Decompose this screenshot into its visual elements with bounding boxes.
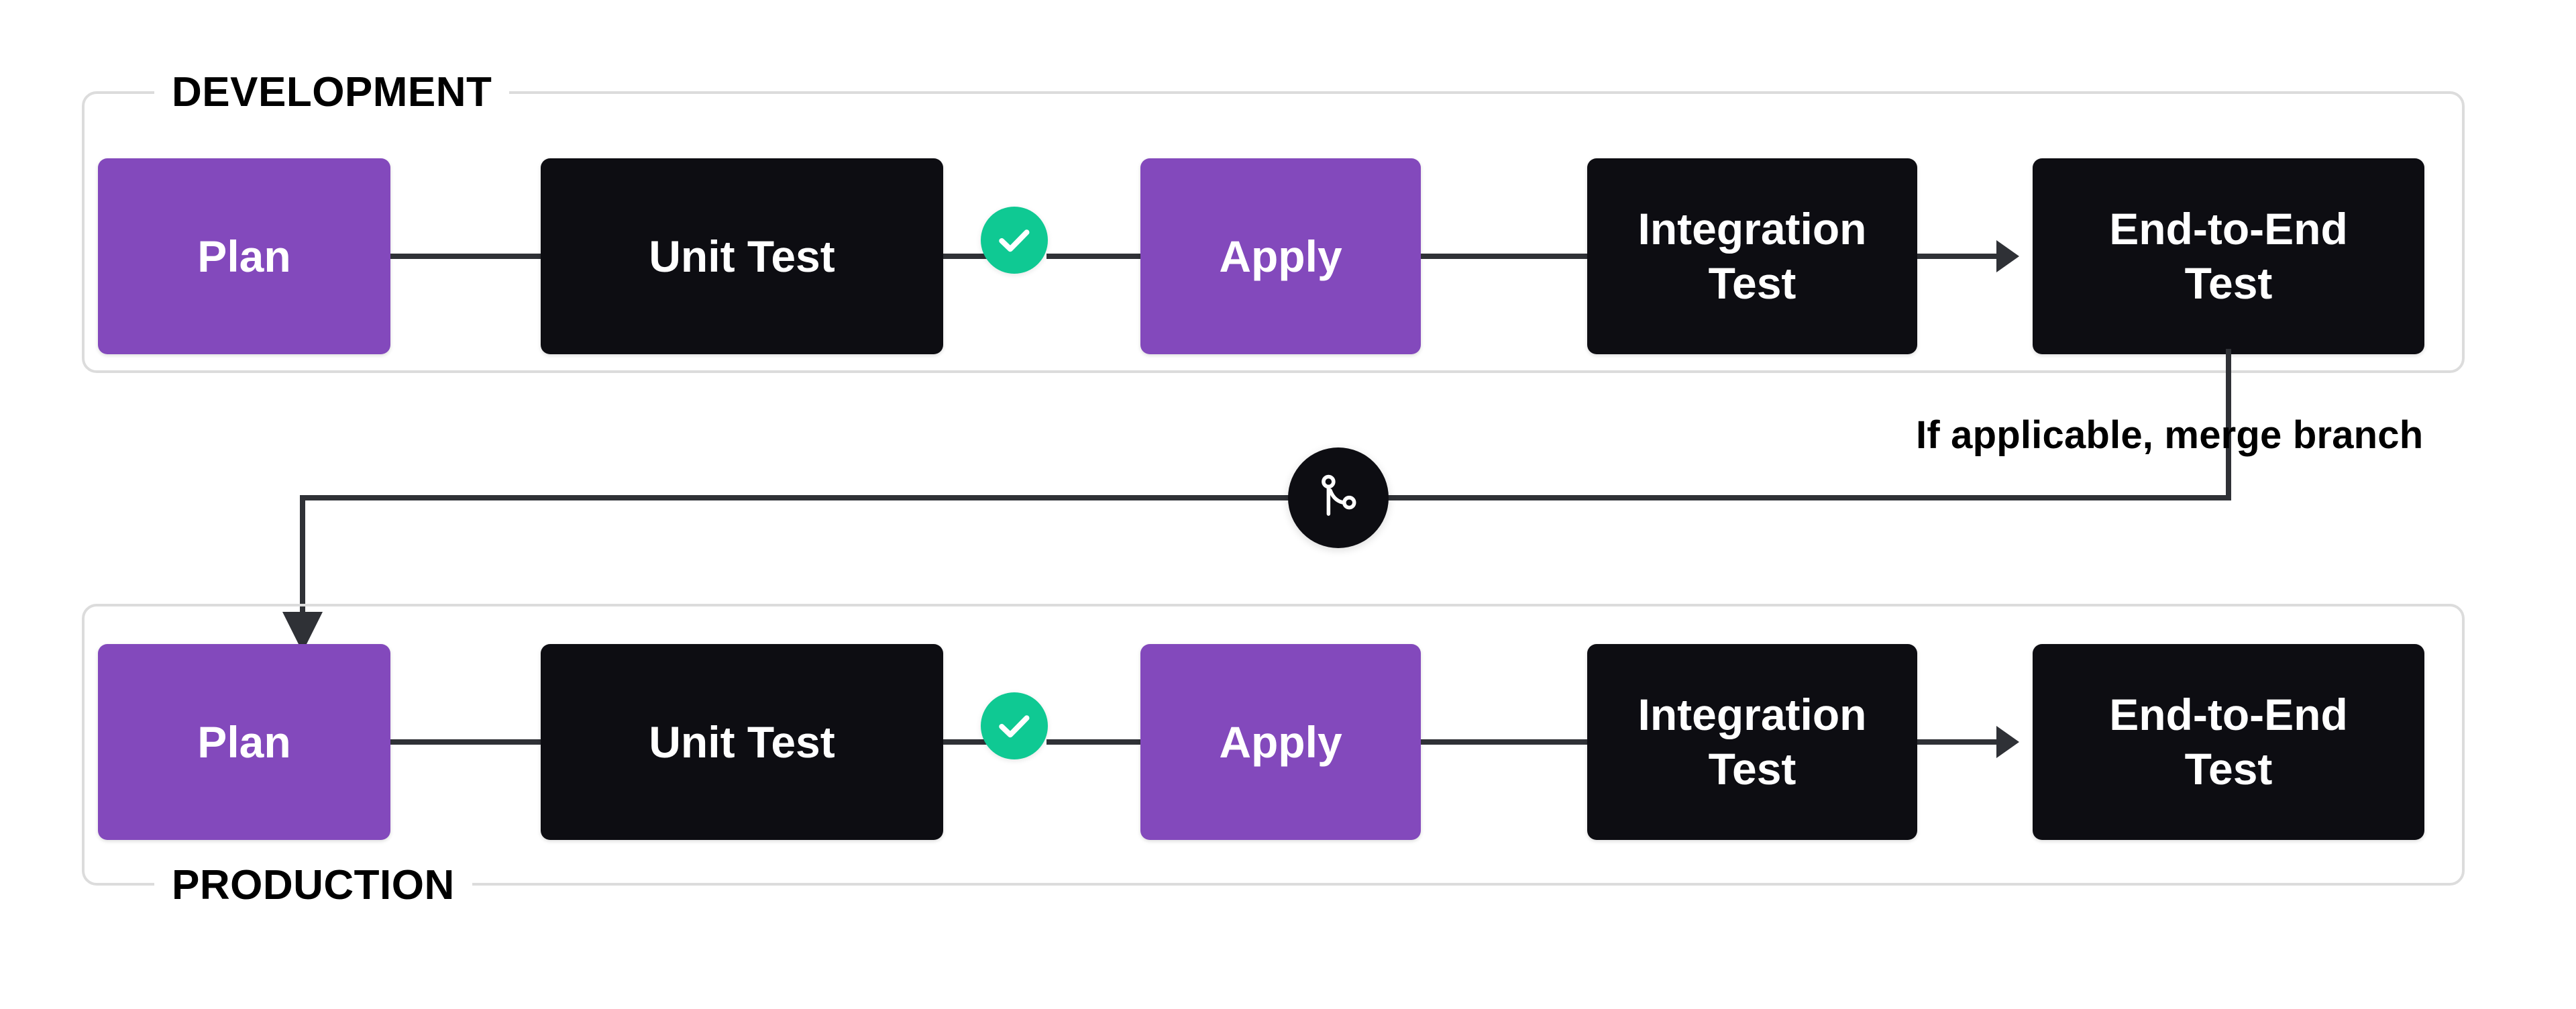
arrow-head-icon-development bbox=[1996, 240, 2019, 272]
node-development-unit-test[interactable]: Unit Test bbox=[541, 158, 943, 354]
node-label-line2: Test bbox=[1708, 744, 1796, 794]
check-circle-icon-development bbox=[981, 207, 1048, 274]
node-label: Plan bbox=[197, 716, 291, 767]
node-development-end-to-end-test[interactable]: End-to-End Test bbox=[2033, 158, 2424, 354]
node-production-plan[interactable]: Plan bbox=[98, 644, 390, 840]
node-label: Unit Test bbox=[649, 716, 835, 767]
connector-gate-to-apply bbox=[1046, 739, 1142, 745]
node-label-line1: Integration bbox=[1638, 690, 1867, 740]
node-label: End-to-End Test bbox=[2109, 202, 2348, 310]
group-production-legend: PRODUCTION bbox=[154, 864, 472, 907]
node-production-end-to-end-test[interactable]: End-to-End Test bbox=[2033, 644, 2424, 840]
connector-gate-to-apply bbox=[1046, 254, 1142, 259]
pipeline-row-development: Plan Unit Test Apply Integration Test bbox=[0, 158, 2576, 354]
git-branch-icon bbox=[1288, 447, 1389, 548]
node-label: End-to-End Test bbox=[2109, 688, 2348, 796]
node-label: Apply bbox=[1219, 716, 1342, 767]
node-label: Unit Test bbox=[649, 231, 835, 281]
node-label: Integration Test bbox=[1638, 688, 1867, 796]
node-label: Integration Test bbox=[1638, 202, 1867, 310]
node-label: Apply bbox=[1219, 231, 1342, 281]
connector-apply-to-integration-test bbox=[1421, 254, 1589, 259]
connector-apply-to-integration-test bbox=[1421, 739, 1589, 745]
merge-branch-label: If applicable, merge branch bbox=[1916, 413, 2424, 457]
node-label-line1: End-to-End bbox=[2109, 690, 2348, 740]
node-production-apply[interactable]: Apply bbox=[1140, 644, 1421, 840]
pipeline-row-production: Plan Unit Test Apply Integration Test bbox=[0, 644, 2576, 840]
group-production bbox=[82, 604, 2465, 886]
node-label-line2: Test bbox=[2184, 258, 2273, 308]
node-development-apply[interactable]: Apply bbox=[1140, 158, 1421, 354]
node-label-line2: Test bbox=[2184, 744, 2273, 794]
node-label: Plan bbox=[197, 231, 291, 281]
connector-plan-to-unit-test bbox=[390, 739, 542, 745]
node-development-integration-test[interactable]: Integration Test bbox=[1587, 158, 1917, 354]
node-label-line2: Test bbox=[1708, 258, 1796, 308]
node-label-line1: Integration bbox=[1638, 204, 1867, 254]
node-development-plan[interactable]: Plan bbox=[98, 158, 390, 354]
check-circle-icon-production bbox=[981, 692, 1048, 759]
connector-integration-to-e2e bbox=[1917, 254, 1998, 259]
group-development-legend: DEVELOPMENT bbox=[154, 71, 510, 114]
node-production-integration-test[interactable]: Integration Test bbox=[1587, 644, 1917, 840]
connector-plan-to-unit-test bbox=[390, 254, 542, 259]
node-label-line1: End-to-End bbox=[2109, 204, 2348, 254]
arrow-head-icon-production bbox=[1996, 726, 2019, 758]
connector-integration-to-e2e bbox=[1917, 739, 1998, 745]
node-production-unit-test[interactable]: Unit Test bbox=[541, 644, 943, 840]
